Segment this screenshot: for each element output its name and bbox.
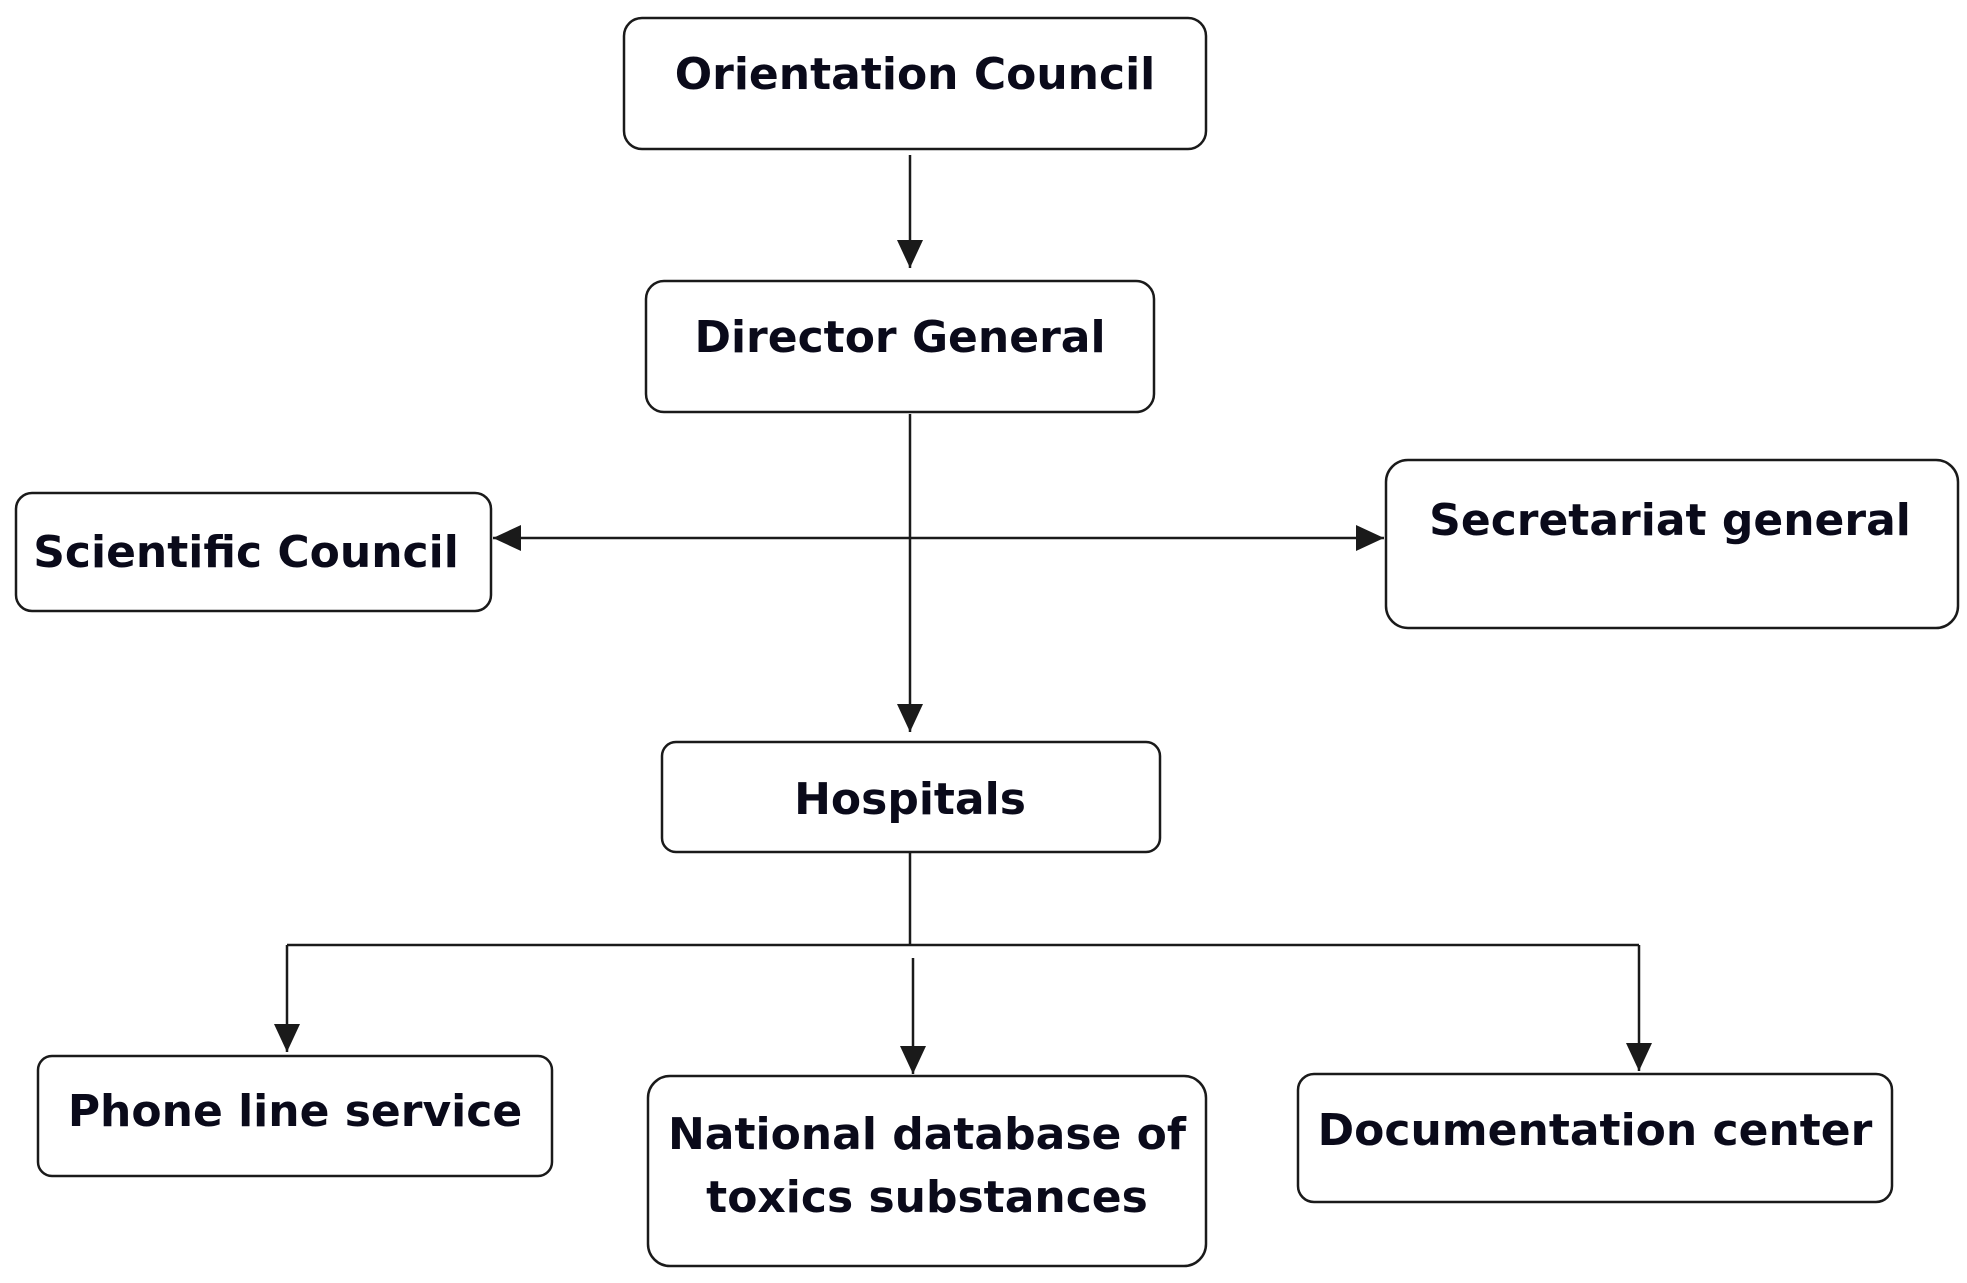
node-label: Scientific Council	[33, 527, 459, 578]
node-label: Orientation Council	[675, 49, 1155, 100]
node-label-line2: toxics substances	[706, 1172, 1148, 1223]
node-label: Secretariat general	[1429, 495, 1911, 546]
connectors	[274, 155, 1652, 1074]
node-scientific-council: Scientific Council	[14, 491, 493, 613]
node-hospitals: Hospitals	[660, 740, 1162, 854]
node-label: Phone line service	[68, 1086, 522, 1137]
node-label: Hospitals	[794, 774, 1026, 825]
node-phone-line-service: Phone line service	[36, 1054, 554, 1178]
node-director-general: Director General	[644, 279, 1156, 414]
node-national-database: National database of toxics substances	[646, 1074, 1208, 1268]
node-label-line1: National database of	[668, 1109, 1187, 1160]
node-label: Documentation center	[1318, 1105, 1873, 1156]
node-orientation-council: Orientation Council	[622, 16, 1208, 151]
node-label: Director General	[694, 312, 1105, 363]
node-secretariat-general: Secretariat general	[1384, 458, 1960, 630]
node-documentation-center: Documentation center	[1296, 1072, 1894, 1204]
